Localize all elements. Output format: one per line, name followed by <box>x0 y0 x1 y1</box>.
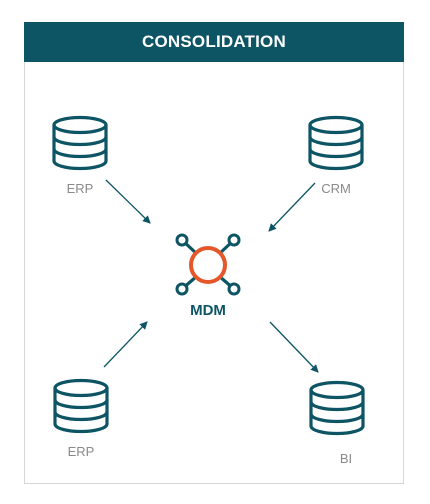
database-icon <box>309 380 365 436</box>
arrow-crm-to-mdm <box>268 182 316 232</box>
database-icon <box>53 378 109 434</box>
hub-label-mdm: MDM <box>190 302 226 319</box>
arrow-erp2-to-mdm <box>103 321 148 368</box>
target-label-bi: BI <box>339 451 353 466</box>
diagram-title: CONSOLIDATION <box>24 22 404 62</box>
mdm-hub-icon <box>175 233 241 296</box>
database-icon <box>52 115 108 171</box>
arrow-mdm-to-bi <box>269 321 319 373</box>
source-label-erp: ERP <box>66 181 94 196</box>
source-label-crm: CRM <box>321 181 351 196</box>
source-label-erp-bottom: ERP <box>67 444 95 459</box>
database-icon <box>308 115 364 171</box>
arrow-erp-to-mdm <box>105 179 151 224</box>
